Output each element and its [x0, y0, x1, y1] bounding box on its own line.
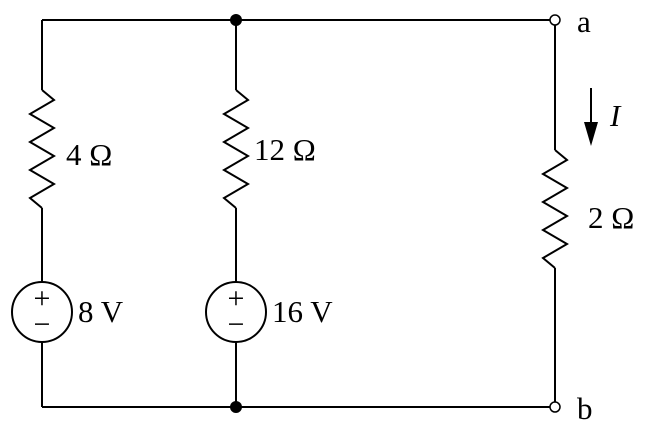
source-16v-label: 16 V: [272, 294, 333, 329]
source-16v-plus-sign: +: [228, 282, 245, 315]
resistor-12-ohm-label: 12 Ω: [254, 132, 316, 167]
terminal-b: [549, 401, 561, 413]
terminal-b-label: b: [577, 391, 593, 423]
source-8v-plus-sign: +: [34, 282, 51, 315]
source-8v-minus-sign: −: [34, 308, 51, 341]
terminal-a-label: a: [577, 4, 591, 39]
resistor-4-ohm: [28, 89, 56, 209]
current-arrow-head: [584, 122, 598, 146]
current-label: I: [609, 98, 622, 133]
resistor-2-ohm: [541, 149, 569, 269]
terminal-a: [549, 14, 561, 26]
source-16v-minus-sign: −: [228, 308, 245, 341]
source-8v-label: 8 V: [78, 294, 124, 329]
resistor-2-ohm-label: 2 Ω: [588, 200, 634, 235]
resistor-12-ohm: [222, 89, 250, 209]
junction-node-bottom: [230, 401, 242, 413]
junction-node-top: [230, 14, 242, 26]
resistor-4-ohm-label: 4 Ω: [66, 137, 112, 172]
